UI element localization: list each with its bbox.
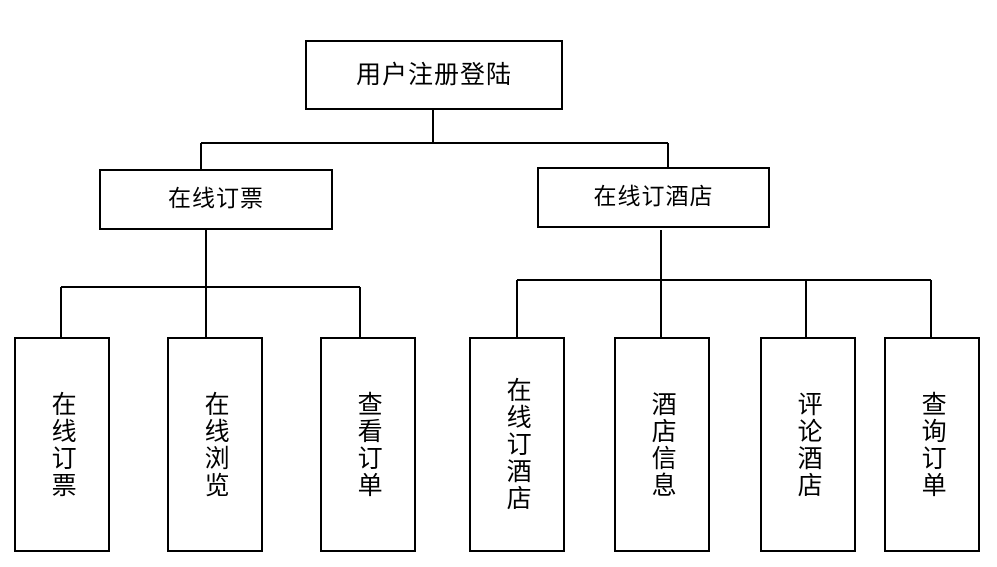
- node-leaf-online-browse-label: 在线浏览: [201, 390, 231, 499]
- node-leaf-online-browse[interactable]: 在线浏览: [167, 337, 263, 552]
- node-leaf-view-order[interactable]: 查看订单: [320, 337, 416, 552]
- node-leaf-online-hotel-label: 在线订酒店: [503, 377, 533, 512]
- node-leaf-online-ticket[interactable]: 在线订票: [14, 337, 110, 552]
- node-leaf-review-hotel[interactable]: 评论酒店: [760, 337, 856, 552]
- node-root-label: 用户注册登陆: [355, 60, 512, 90]
- node-online-hotel-booking-label: 在线订酒店: [593, 183, 714, 210]
- node-online-ticket-booking-label: 在线订票: [168, 185, 264, 212]
- node-leaf-query-order[interactable]: 查询订单: [884, 337, 980, 552]
- node-leaf-query-order-label: 查询订单: [918, 390, 948, 499]
- node-leaf-hotel-info-label: 酒店信息: [648, 390, 678, 499]
- node-leaf-review-hotel-label: 评论酒店: [794, 390, 824, 499]
- node-leaf-view-order-label: 查看订单: [354, 390, 384, 499]
- node-online-ticket-booking[interactable]: 在线订票: [99, 169, 333, 230]
- node-root[interactable]: 用户注册登陆: [305, 40, 563, 110]
- node-leaf-online-ticket-label: 在线订票: [48, 390, 78, 499]
- node-leaf-online-hotel[interactable]: 在线订酒店: [469, 337, 565, 552]
- node-leaf-hotel-info[interactable]: 酒店信息: [614, 337, 710, 552]
- node-online-hotel-booking[interactable]: 在线订酒店: [537, 167, 770, 228]
